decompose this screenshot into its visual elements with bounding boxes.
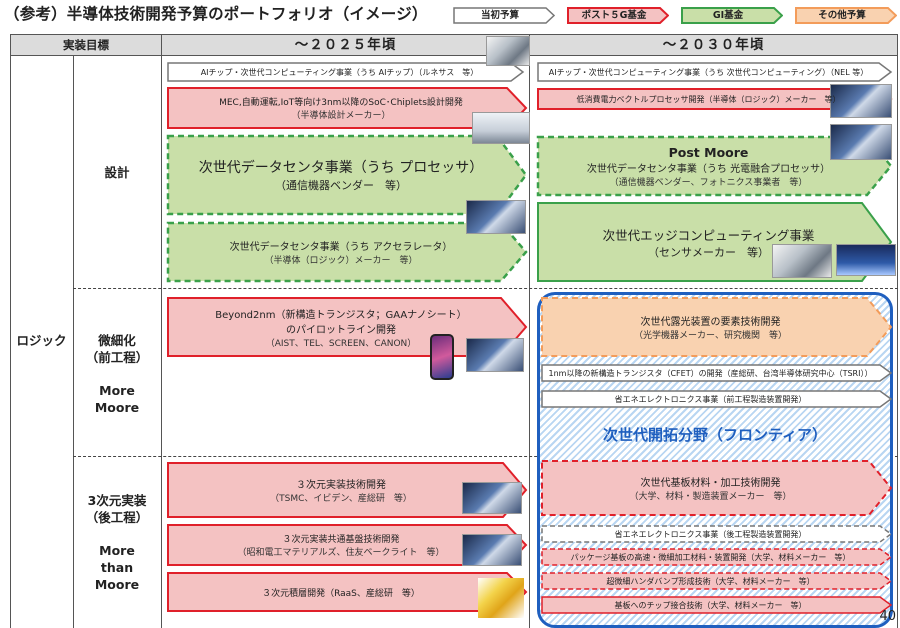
box-3d-stacking-2025: ３次元積層開発（RaaS、産総研 等） [167,572,528,612]
box-package-substrate-2030: パッケージ基板の高速・微細加工材料・装置開発（大学、材料メーカー 等） [541,548,893,566]
legend-other-budget: その他予算 [795,7,897,24]
smartphone-photo [430,334,454,380]
box-beyond2nm-2025: Beyond2nm（新構造トランジスタ；GAAナノシート）のパイロットライン開発… [167,297,528,357]
box-3d-packaging-2025: ３次元実装技術開発（TSMC、イビデン、産総研 等） [167,462,528,518]
row-label-fine: 微細化（前工程） [85,333,149,365]
server-photo-2025-d [462,534,522,566]
box-ai-chip-2030: AIチップ・次世代コンピューティング事業（うち 次世代コンピューティング）（NE… [537,62,893,82]
divider-logic [73,55,74,628]
box-chip-bonding-2030: 基板へのチップ接合技術（大学、材料メーカー 等） [541,596,893,614]
page-number: 40 [879,609,896,624]
box-low-power-vector-2030: 低消費電力ベクトルプロセッサ開発（半導体（ロジック）メーカー 等） [537,88,893,110]
cleanroom-photo [486,36,530,66]
car-photo [472,112,530,144]
box-exposure-tech-2030: 次世代露光装置の要素技術開発（光学機器メーカー、研究機関 等） [541,297,893,357]
legend-gi-fund: GI基金 [681,7,783,24]
legend-initial-budget: 当初予算 [453,7,555,24]
box-dc-processor-2025: 次世代データセンタ事業（うち プロセッサ）（通信機器ベンダー 等） [166,134,528,216]
box-ai-chip-2025: AIチップ・次世代コンピューティング事業（うち AIチップ）（ルネサス 等） [167,62,525,82]
server-photo-2030-a [830,84,892,118]
box-micro-bump-2030: 超微細ハンダバンプ形成技術（大学、材料メーカー 等） [541,572,893,590]
row-separator-2 [73,456,898,457]
divider-years [529,55,530,628]
header-2025: ～２０２５年頃 [161,34,530,56]
box-post-moore-dc-2030: Post Moore 次世代データセンタ事業（うち 光電融合プロセッサ） （通信… [536,135,893,197]
row-label-logic: ロジック [16,333,67,348]
factory-photo [772,244,832,278]
table-body-frame [10,55,898,628]
server-photo-2025-a [466,200,526,234]
frontier-label: 次世代開拓分野（フロンティア） [602,426,828,444]
header-target: 実装目標 [10,34,162,56]
row-separator-1 [73,288,898,289]
robot-arm-photo [478,578,524,618]
city-night-photo [836,244,896,276]
server-photo-2025-c [462,482,522,514]
row-label-design: 設計 [104,165,130,180]
box-substrate-materials-2030: 次世代基板材料・加工技術開発（大学、材料・製造装置メーカー 等） [541,460,893,516]
box-dc-accelerator-2025: 次世代データセンタ事業（うち アクセラレータ）（半導体（ロジック）メーカー 等） [166,221,528,283]
box-mec-soc-2025: MEC,自動運転,IoT等向け3nm以降のSoC･Chiplets設計開発（半導… [167,87,528,129]
server-photo-2030-b [830,124,892,160]
post-moore-label: Post Moore [668,144,749,160]
header-2030: ～２０３０年頃 [529,34,898,56]
page-title: （参考）半導体技術開発予算のポートフォリオ（イメージ） [4,5,428,23]
row-label-pkg: 3次元実装（後工程） [85,493,149,525]
box-cfet-2030: 1nm以降の新構造トランジスタ（CFET）の開発（産総研、台湾半導体研究中心（T… [541,364,893,382]
box-energy-saving-back-2030: 省エネエレクトロニクス事業（後工程製造装置開発） [541,525,893,543]
box-3d-common-base-2025: ３次元実装共通基盤技術開発（昭和電工マテリアルズ、住友ベークライト 等） [167,524,528,566]
box-energy-saving-front-2030: 省エネエレクトロニクス事業（前工程製造装置開発） [541,390,893,408]
server-photo-2025-b [466,338,524,372]
divider-rows [161,55,162,628]
legend-post5g-fund: ポスト５G基金 [567,7,669,24]
